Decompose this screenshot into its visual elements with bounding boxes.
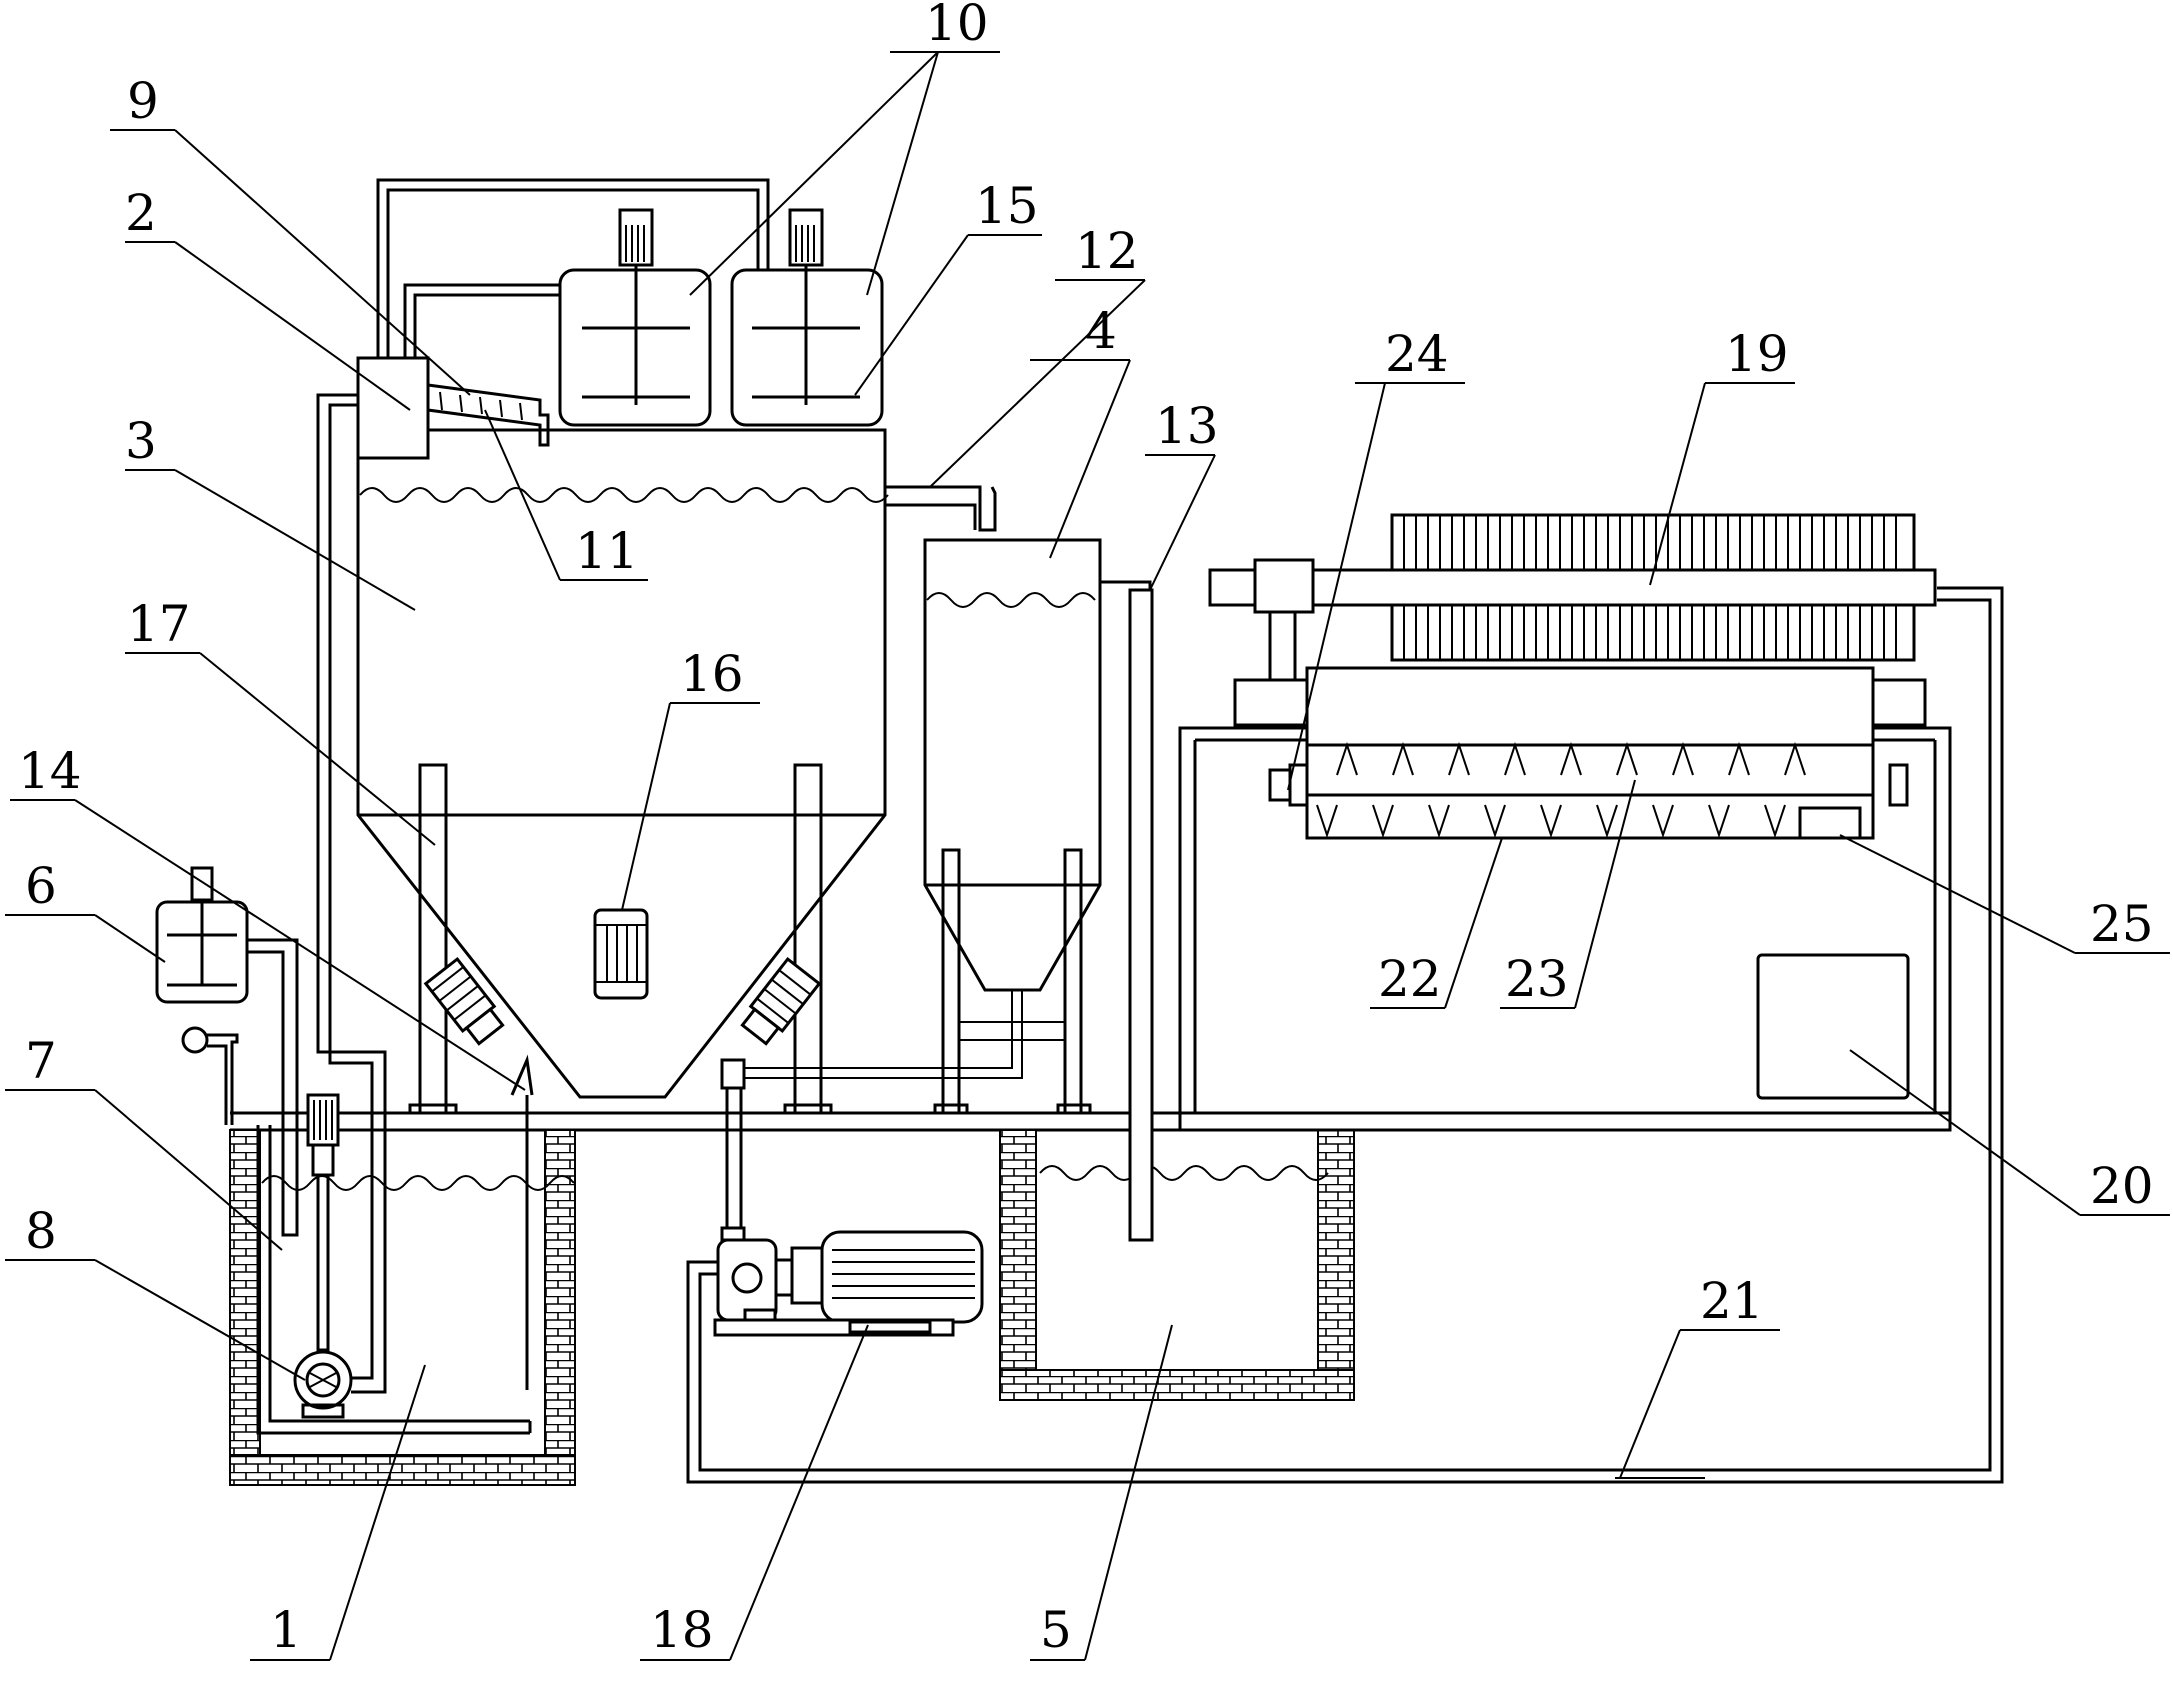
label-9: 9 [127,72,159,130]
label-1: 1 [270,1601,302,1659]
lift-pump-8 [293,1093,353,1419]
label-3: 3 [125,412,157,470]
lift-pipe-7 [328,403,374,1380]
clear-water-pit-5 [999,1129,1355,1401]
label-8: 8 [25,1202,57,1260]
label-18: 18 [650,1601,714,1659]
blower [181,1026,209,1054]
label-19: 19 [1725,325,1789,383]
label-14: 14 [18,742,82,800]
sludge-pump-18 [713,1058,984,1337]
screw-conveyor-22 [1268,666,1909,840]
label-2: 2 [125,184,157,242]
label-23: 23 [1505,950,1569,1008]
collection-pit-1 [229,1054,576,1486]
label-10: 10 [925,0,989,52]
label-15: 15 [975,177,1039,235]
label-12: 12 [1075,222,1139,280]
part-labels: 1 2 3 4 5 6 7 8 9 10 11 12 13 14 15 16 1… [18,0,2154,1659]
label-21: 21 [1700,1272,1764,1330]
dosing-tank-10 [558,208,712,427]
label-6: 6 [25,857,57,915]
feed-box-2 [356,356,430,460]
screw-feeder-11 [426,383,550,447]
leader-lines [5,51,2170,1661]
label-5: 5 [1040,1601,1072,1659]
label-4: 4 [1085,302,1117,360]
reaction-tank-3 [356,428,889,1115]
label-25: 25 [2090,895,2154,953]
label-13: 13 [1155,397,1219,455]
label-20: 20 [2090,1157,2154,1215]
label-16: 16 [680,645,744,703]
dosing-tank-6 [155,866,249,1004]
dosing-tank-15 [730,208,884,427]
label-11: 11 [575,522,639,580]
label-22: 22 [1378,950,1442,1008]
sludge-bin-20 [1756,953,1910,1100]
label-7: 7 [25,1032,57,1090]
return-pipe-21 [686,586,2004,1484]
label-17: 17 [127,595,191,653]
label-24: 24 [1385,325,1449,383]
